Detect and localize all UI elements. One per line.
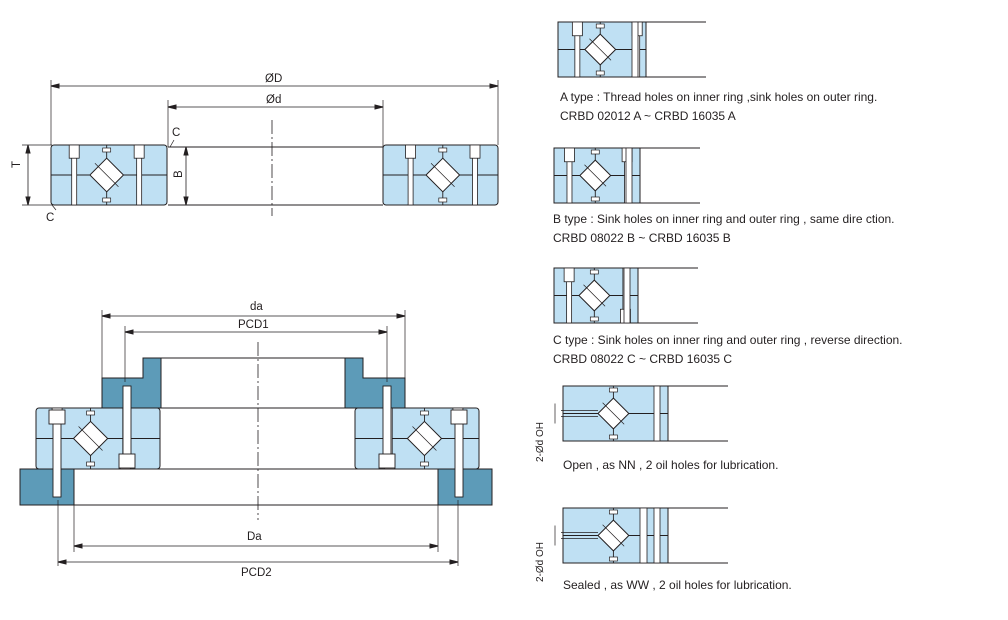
seal bbox=[590, 196, 600, 202]
oil-hole-label-sealed: 2-Ød OH bbox=[535, 541, 546, 582]
chamfer-label-top: C bbox=[172, 127, 181, 139]
variant-sealed-sketch bbox=[554, 507, 728, 564]
seal-ring bbox=[639, 507, 648, 564]
variant-a-sketch bbox=[557, 21, 706, 78]
top-left-section bbox=[50, 144, 168, 206]
variant-sealed-caption: Sealed , as WW , 2 oil holes for lubrica… bbox=[563, 578, 792, 592]
ring-groove bbox=[631, 21, 639, 78]
variant-open-caption: Open , as NN , 2 oil holes for lubricati… bbox=[563, 458, 779, 472]
ring-groove bbox=[623, 267, 631, 324]
variant-b-caption: B type : Sink holes on inner ring and ou… bbox=[553, 212, 895, 226]
bolt-left-outer bbox=[48, 409, 66, 498]
bearing-section-view bbox=[22, 80, 499, 216]
ring-groove bbox=[625, 147, 633, 204]
seal bbox=[102, 197, 112, 203]
counterbore bbox=[564, 147, 575, 163]
seal bbox=[609, 387, 618, 393]
seal bbox=[420, 461, 429, 467]
seal bbox=[102, 147, 112, 153]
variant-a-caption: A type : Thread holes on inner ring ,sin… bbox=[560, 90, 878, 104]
ring-groove bbox=[653, 385, 661, 442]
variant-sketches bbox=[553, 21, 728, 564]
roller-line bbox=[94, 162, 119, 188]
variant-b-range: CRBD 08022 B ~ CRBD 16035 B bbox=[553, 231, 731, 245]
counterbore bbox=[563, 267, 575, 283]
counterbore bbox=[571, 21, 583, 37]
roller-line bbox=[412, 426, 437, 451]
variant-c-caption: C type : Sink holes on inner ring and ou… bbox=[553, 333, 903, 347]
bearing-cross-sections bbox=[35, 144, 499, 498]
counterbore bbox=[469, 144, 481, 159]
roller-line bbox=[78, 426, 103, 451]
chamfer-label-bottom: C bbox=[46, 212, 55, 224]
variant-open-sketch bbox=[554, 385, 728, 442]
width-B-label: B bbox=[173, 170, 185, 178]
inner-diameter-label: Ød bbox=[266, 94, 282, 106]
bolt-right-outer bbox=[450, 409, 468, 498]
variant-c-sketch bbox=[553, 267, 698, 324]
counterbore bbox=[133, 144, 145, 159]
pcd1-label: PCD1 bbox=[238, 319, 269, 331]
top-right-section bbox=[382, 144, 499, 206]
bolt-head bbox=[118, 453, 136, 469]
roller-line bbox=[584, 164, 607, 187]
pcd2-label: PCD2 bbox=[241, 567, 272, 579]
seal bbox=[86, 410, 95, 416]
variant-b-sketch bbox=[553, 147, 700, 204]
seal bbox=[590, 149, 600, 155]
seal bbox=[438, 197, 448, 203]
seal bbox=[609, 434, 618, 440]
Da-label: Da bbox=[247, 531, 262, 543]
seal bbox=[589, 316, 599, 322]
counterbore bbox=[68, 144, 80, 159]
counterbore bbox=[405, 144, 417, 159]
seal bbox=[86, 461, 95, 467]
da-label: da bbox=[250, 301, 263, 313]
variant-c-range: CRBD 08022 C ~ CRBD 16035 C bbox=[553, 352, 733, 366]
bolt-shank bbox=[52, 411, 62, 498]
roller-line bbox=[430, 162, 455, 188]
bolt-left-inner bbox=[118, 385, 136, 469]
seal bbox=[589, 269, 599, 275]
seal bbox=[420, 410, 429, 416]
bolt-head bbox=[378, 453, 396, 469]
seal bbox=[609, 509, 618, 515]
outer-diameter-label: ØD bbox=[265, 73, 283, 85]
seal bbox=[609, 556, 618, 562]
variant-a-range: CRBD 02012 A ~ CRBD 16035 A bbox=[560, 109, 736, 123]
bolt-head bbox=[450, 409, 468, 425]
seal bbox=[438, 147, 448, 153]
roller-line bbox=[589, 38, 612, 61]
roller-line bbox=[602, 402, 625, 425]
seal bbox=[595, 23, 605, 29]
bolt-head bbox=[48, 409, 66, 425]
bolt-right-inner bbox=[378, 385, 396, 469]
seal bbox=[595, 70, 605, 76]
height-T-label: T bbox=[11, 160, 23, 168]
ring-groove bbox=[653, 507, 661, 564]
roller-line bbox=[583, 284, 606, 307]
oil-hole-label-open: 2-Ød OH bbox=[535, 421, 546, 462]
roller-line bbox=[602, 524, 625, 547]
bolt-shank bbox=[454, 411, 464, 498]
